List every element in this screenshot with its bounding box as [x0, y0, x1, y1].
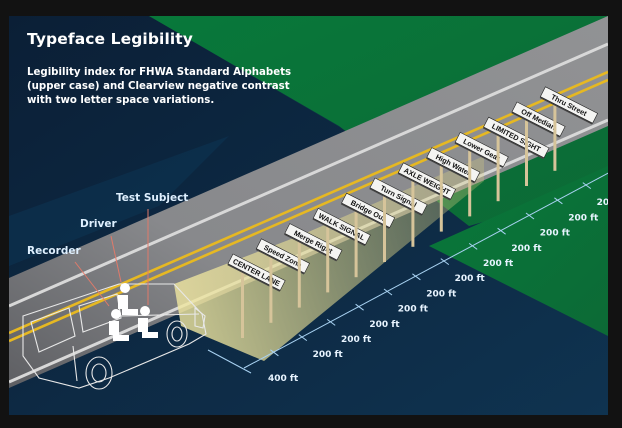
distance-label: 200 ft [341, 335, 372, 345]
axis-tick [412, 273, 421, 281]
distance-label: 200 ft [483, 259, 514, 269]
page-subtitle: Legibility index for FHWA Standard Alpha… [27, 67, 292, 106]
test-subject-label: Test Subject [116, 192, 189, 204]
distance-label: 400 ft [268, 374, 299, 384]
recorder-person-icon [111, 309, 121, 319]
distance-label: 200 ft [540, 229, 571, 239]
distance-label: 200 ft [455, 274, 486, 284]
recorder-seat-icon [109, 321, 129, 341]
distance-label: 200 [597, 198, 608, 208]
grass-right [429, 166, 608, 336]
distance-axis [207, 172, 608, 374]
sign-post [326, 222, 330, 293]
lane-line-yellow-1 [9, 70, 608, 335]
sign-post [439, 161, 443, 232]
axis-tick [298, 334, 308, 342]
test-subject-seat-icon [138, 318, 158, 338]
recorder-leader-line [74, 261, 110, 307]
axis-tick [554, 197, 563, 205]
sign-post [468, 146, 472, 217]
sign-post [411, 176, 415, 247]
driver-person-icon [120, 283, 130, 293]
sign-panel [256, 238, 310, 274]
axis-tick [326, 318, 336, 326]
axis-tick [355, 303, 364, 311]
distance-label: 200 ft [369, 320, 400, 330]
sign-post [269, 252, 273, 323]
axis-line [243, 172, 608, 369]
driver-seat-icon [118, 295, 138, 315]
sign-post [383, 192, 386, 262]
sign-post [496, 131, 500, 202]
page-title: Typeface Legibility [27, 30, 193, 48]
distance-label: 200 ft [511, 244, 542, 254]
sign-panel [454, 131, 509, 168]
sign-post [354, 207, 358, 278]
axis-tick [582, 182, 592, 190]
distance-label: 200 ft [313, 350, 344, 360]
axis-tick [440, 258, 450, 266]
road-edge-line-far [9, 42, 608, 308]
distance-label: 200 ft [398, 305, 429, 315]
distance-label: 200 ft [426, 289, 457, 299]
sign-post [553, 100, 557, 171]
sign-panel [540, 86, 599, 124]
driver-label: Driver [80, 218, 117, 230]
road-sign: Lower Gear [454, 131, 509, 217]
axis-tick [383, 288, 393, 296]
sign-panel [511, 101, 566, 137]
axis-origin-tick [207, 349, 252, 374]
test-subject-person-icon [140, 306, 150, 316]
driver-leader-line [110, 235, 122, 283]
sign-post [525, 116, 528, 186]
lane-line-yellow-2 [9, 78, 608, 343]
axis-tick [468, 242, 478, 250]
axis-tick [270, 349, 279, 357]
sign-panel [483, 116, 550, 159]
sign-panel [426, 147, 481, 183]
road-scene: 400 ft 200 ft 200 ft 200 ft 200 ft 200 ft 200 … [9, 16, 608, 415]
sign-panel [341, 192, 396, 228]
background-shade [9, 136, 229, 266]
distance-label: 200 ft [568, 213, 599, 223]
sign-post [297, 237, 301, 308]
infographic-canvas: 400 ft 200 ft 200 ft 200 ft 200 ft 200 ft 200 … [9, 16, 608, 415]
sign-post [241, 268, 244, 338]
recorder-label: Recorder [27, 245, 81, 257]
van-outline [22, 283, 207, 390]
axis-tick [525, 212, 535, 220]
occupant-icons [109, 283, 158, 341]
axis-tick [497, 227, 506, 235]
